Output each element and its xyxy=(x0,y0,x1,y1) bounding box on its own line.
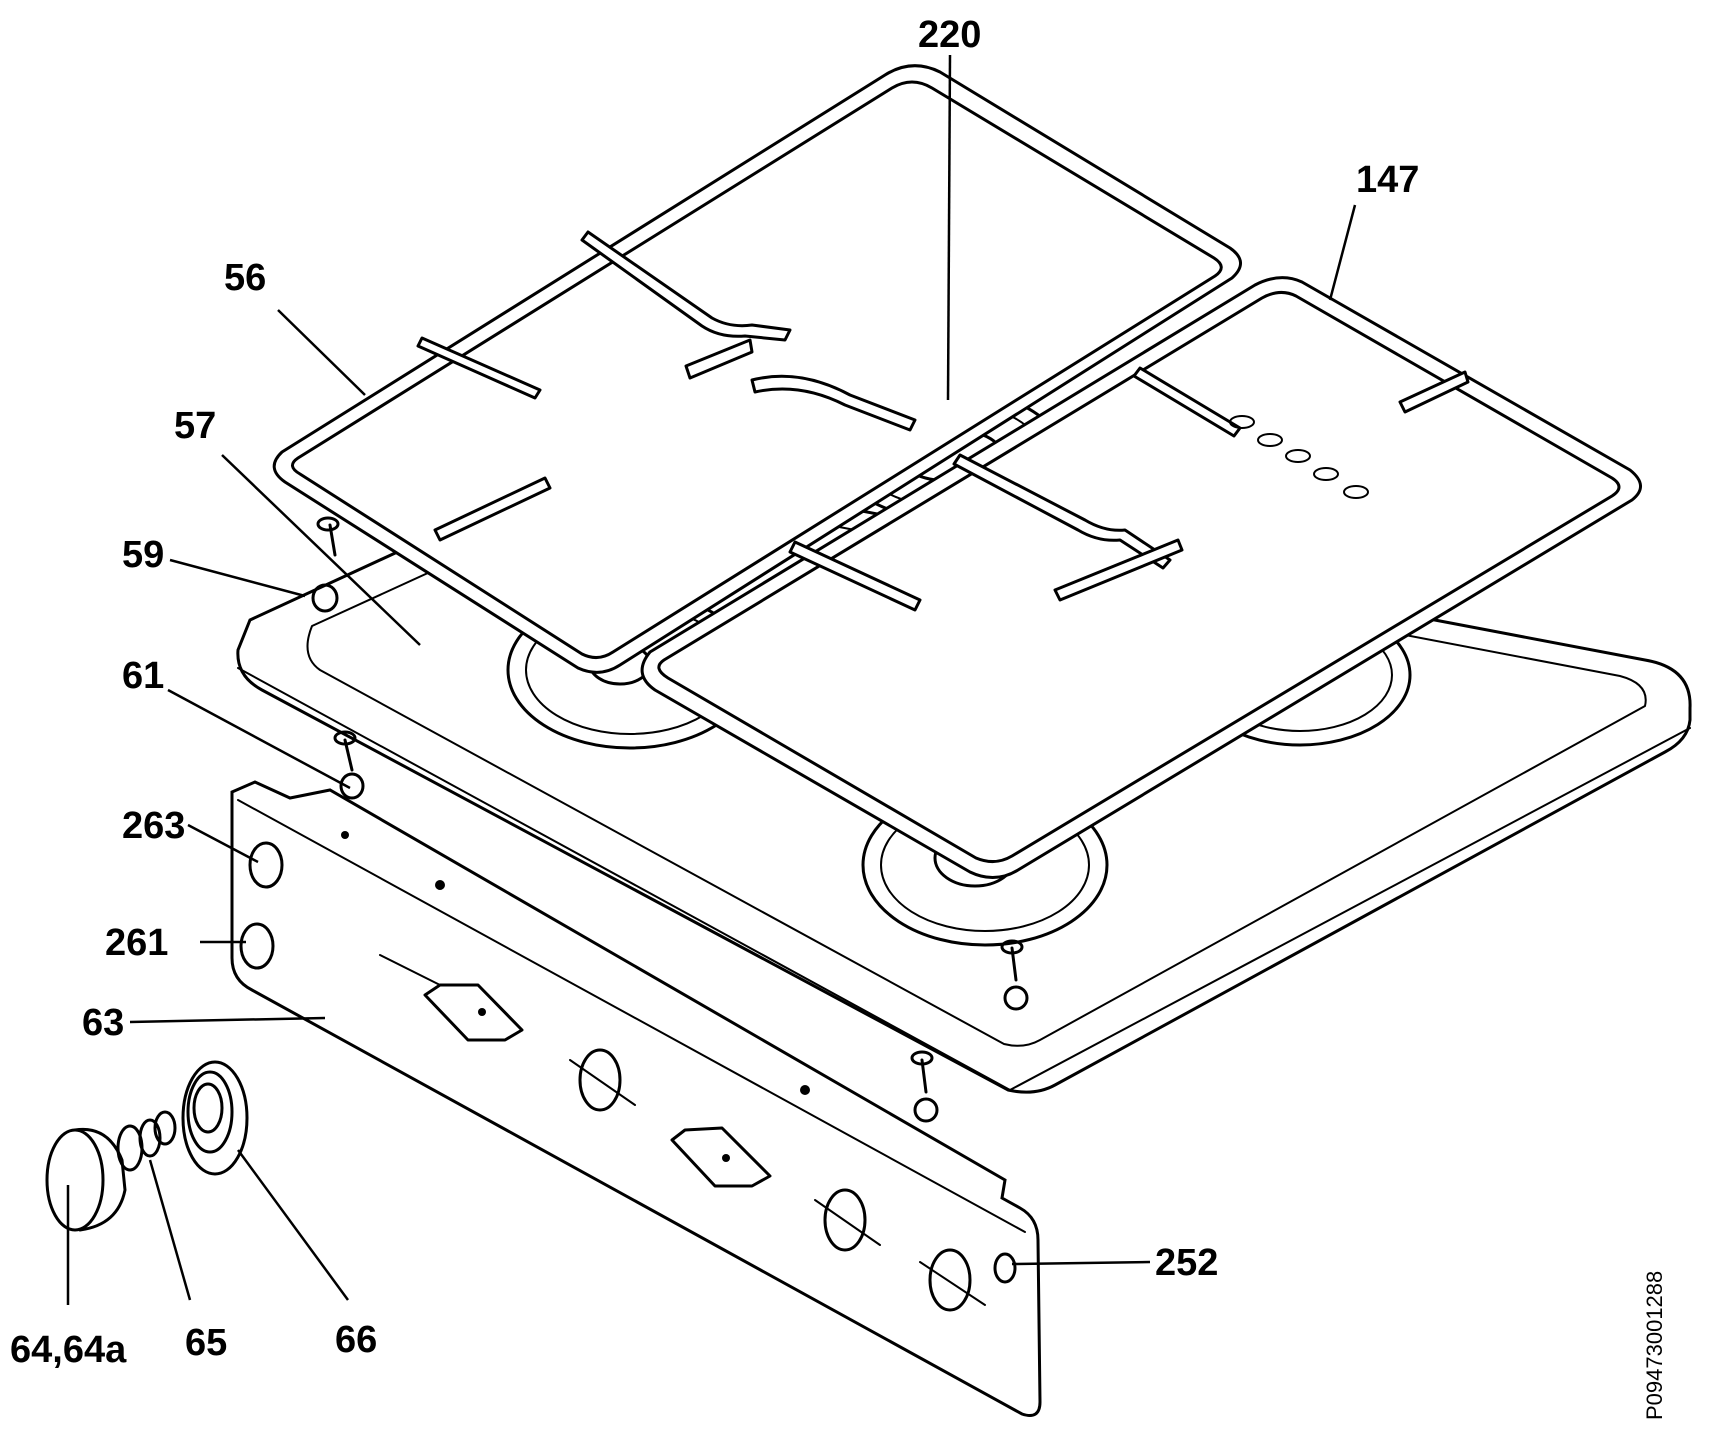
callout-63: 63 xyxy=(82,1002,124,1044)
callout-57: 57 xyxy=(174,405,216,447)
leader-lines xyxy=(66,54,1357,1305)
callout-66: 66 xyxy=(335,1319,377,1361)
screw-front-right xyxy=(1000,939,1029,1011)
knob-64 xyxy=(45,1127,127,1232)
callout-263: 263 xyxy=(122,805,185,847)
pan-grate-56 xyxy=(272,64,1242,674)
bezel-66 xyxy=(181,1060,249,1176)
spring-65 xyxy=(116,1110,177,1172)
callout-64-64a: 64,64a xyxy=(10,1329,127,1371)
callout-252: 252 xyxy=(1155,1242,1218,1284)
screw-59 xyxy=(311,516,340,613)
callout-labels: 220 147 56 57 59 61 263 261 63 252 64,64… xyxy=(10,14,1419,1371)
callout-61: 61 xyxy=(122,655,164,697)
callout-261: 261 xyxy=(105,922,168,964)
screw-panel-right xyxy=(910,1050,939,1123)
screw-61 xyxy=(333,730,365,800)
pan-grate-147 xyxy=(640,276,1642,879)
callout-56: 56 xyxy=(224,257,266,299)
callout-59: 59 xyxy=(122,534,164,576)
drawing-code: P09473001288 xyxy=(1642,1271,1667,1420)
callout-220: 220 xyxy=(918,14,981,56)
control-panel-63 xyxy=(230,780,1042,1417)
callout-147: 147 xyxy=(1356,159,1419,201)
callout-65: 65 xyxy=(185,1322,227,1364)
